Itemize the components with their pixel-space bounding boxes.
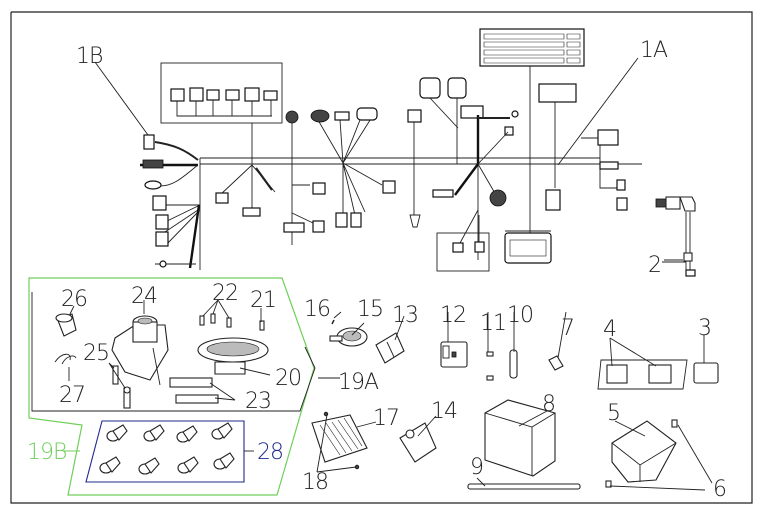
part-11-bolts bbox=[486, 351, 494, 381]
label-10: 10 bbox=[507, 303, 533, 328]
label-12: 12 bbox=[440, 303, 466, 328]
callout-labels: 1B 1A 2 3 4 5 6 7 8 9 10 11 12 13 14 15 … bbox=[27, 38, 727, 502]
label-1a: 1A bbox=[640, 38, 668, 63]
nut bbox=[176, 425, 198, 443]
label-1b: 1B bbox=[76, 44, 102, 69]
label-24: 24 bbox=[131, 284, 157, 309]
label-25: 25 bbox=[83, 341, 109, 366]
label-2: 2 bbox=[648, 253, 661, 278]
part-13-relay bbox=[375, 332, 405, 364]
part-23-brackets bbox=[169, 377, 219, 404]
label-19a: 19A bbox=[338, 370, 379, 395]
label-8: 8 bbox=[542, 392, 555, 417]
part-10-bracket bbox=[509, 349, 518, 379]
part-20-switch-plate bbox=[197, 337, 269, 375]
group-19a-outline bbox=[31, 292, 316, 412]
part-22-screws bbox=[199, 313, 232, 328]
nut bbox=[213, 452, 235, 470]
label-23: 23 bbox=[245, 389, 271, 414]
label-26: 26 bbox=[61, 287, 87, 312]
leader-1a bbox=[557, 57, 639, 166]
connector-panel-left-connectors bbox=[170, 87, 278, 102]
part-16-screw bbox=[331, 319, 335, 325]
label-28: 28 bbox=[257, 440, 283, 465]
label-20: 20 bbox=[275, 366, 301, 391]
label-6: 6 bbox=[713, 477, 726, 502]
drawing-frame bbox=[10, 11, 753, 504]
label-22: 22 bbox=[212, 281, 238, 306]
nut bbox=[138, 457, 160, 475]
part-6-screws bbox=[605, 419, 678, 488]
label-3: 3 bbox=[698, 316, 711, 341]
leader-1b bbox=[94, 61, 149, 136]
label-21: 21 bbox=[250, 288, 276, 313]
part-25-screws bbox=[112, 365, 131, 409]
nut bbox=[177, 456, 199, 474]
group-28-outline bbox=[85, 420, 245, 483]
nut bbox=[106, 424, 128, 442]
part-9-strap bbox=[467, 483, 581, 490]
part-24-lock-body bbox=[111, 315, 169, 386]
part-26-cap bbox=[55, 313, 77, 337]
label-13: 13 bbox=[392, 303, 418, 328]
part-28-nuts bbox=[99, 422, 235, 475]
label-15: 15 bbox=[357, 297, 383, 322]
part-14-cdi bbox=[399, 422, 437, 463]
label-19b: 19B bbox=[27, 440, 66, 465]
ecu-connector-pins bbox=[483, 33, 581, 64]
label-4: 4 bbox=[603, 317, 616, 342]
part-3-relay bbox=[693, 362, 719, 384]
label-17: 17 bbox=[373, 406, 399, 431]
part-21-screw bbox=[259, 320, 265, 331]
part-7-sensor bbox=[548, 355, 564, 371]
part-12-starter-relay bbox=[440, 341, 468, 368]
nut bbox=[143, 424, 165, 442]
part-5-ecu bbox=[611, 420, 677, 483]
label-14: 14 bbox=[431, 399, 457, 424]
nut bbox=[99, 456, 121, 474]
wiring-harness-schematic bbox=[140, 28, 642, 272]
label-9: 9 bbox=[470, 455, 483, 480]
nut bbox=[211, 422, 233, 440]
left-connectors bbox=[142, 134, 169, 268]
label-11: 11 bbox=[480, 311, 506, 336]
label-16: 16 bbox=[304, 297, 330, 322]
label-18: 18 bbox=[302, 470, 328, 495]
part-27-clip bbox=[54, 353, 77, 365]
connector-panel-left bbox=[160, 62, 283, 124]
part-2-sensor bbox=[655, 196, 696, 277]
label-5: 5 bbox=[607, 401, 620, 426]
part-15-horn bbox=[329, 327, 368, 347]
part-8-battery bbox=[484, 399, 556, 477]
group-19b-outline bbox=[28, 277, 315, 496]
leader-lines bbox=[68, 261, 713, 491]
label-27: 27 bbox=[59, 383, 85, 408]
part-4-relays bbox=[597, 359, 688, 390]
label-7: 7 bbox=[561, 316, 574, 341]
